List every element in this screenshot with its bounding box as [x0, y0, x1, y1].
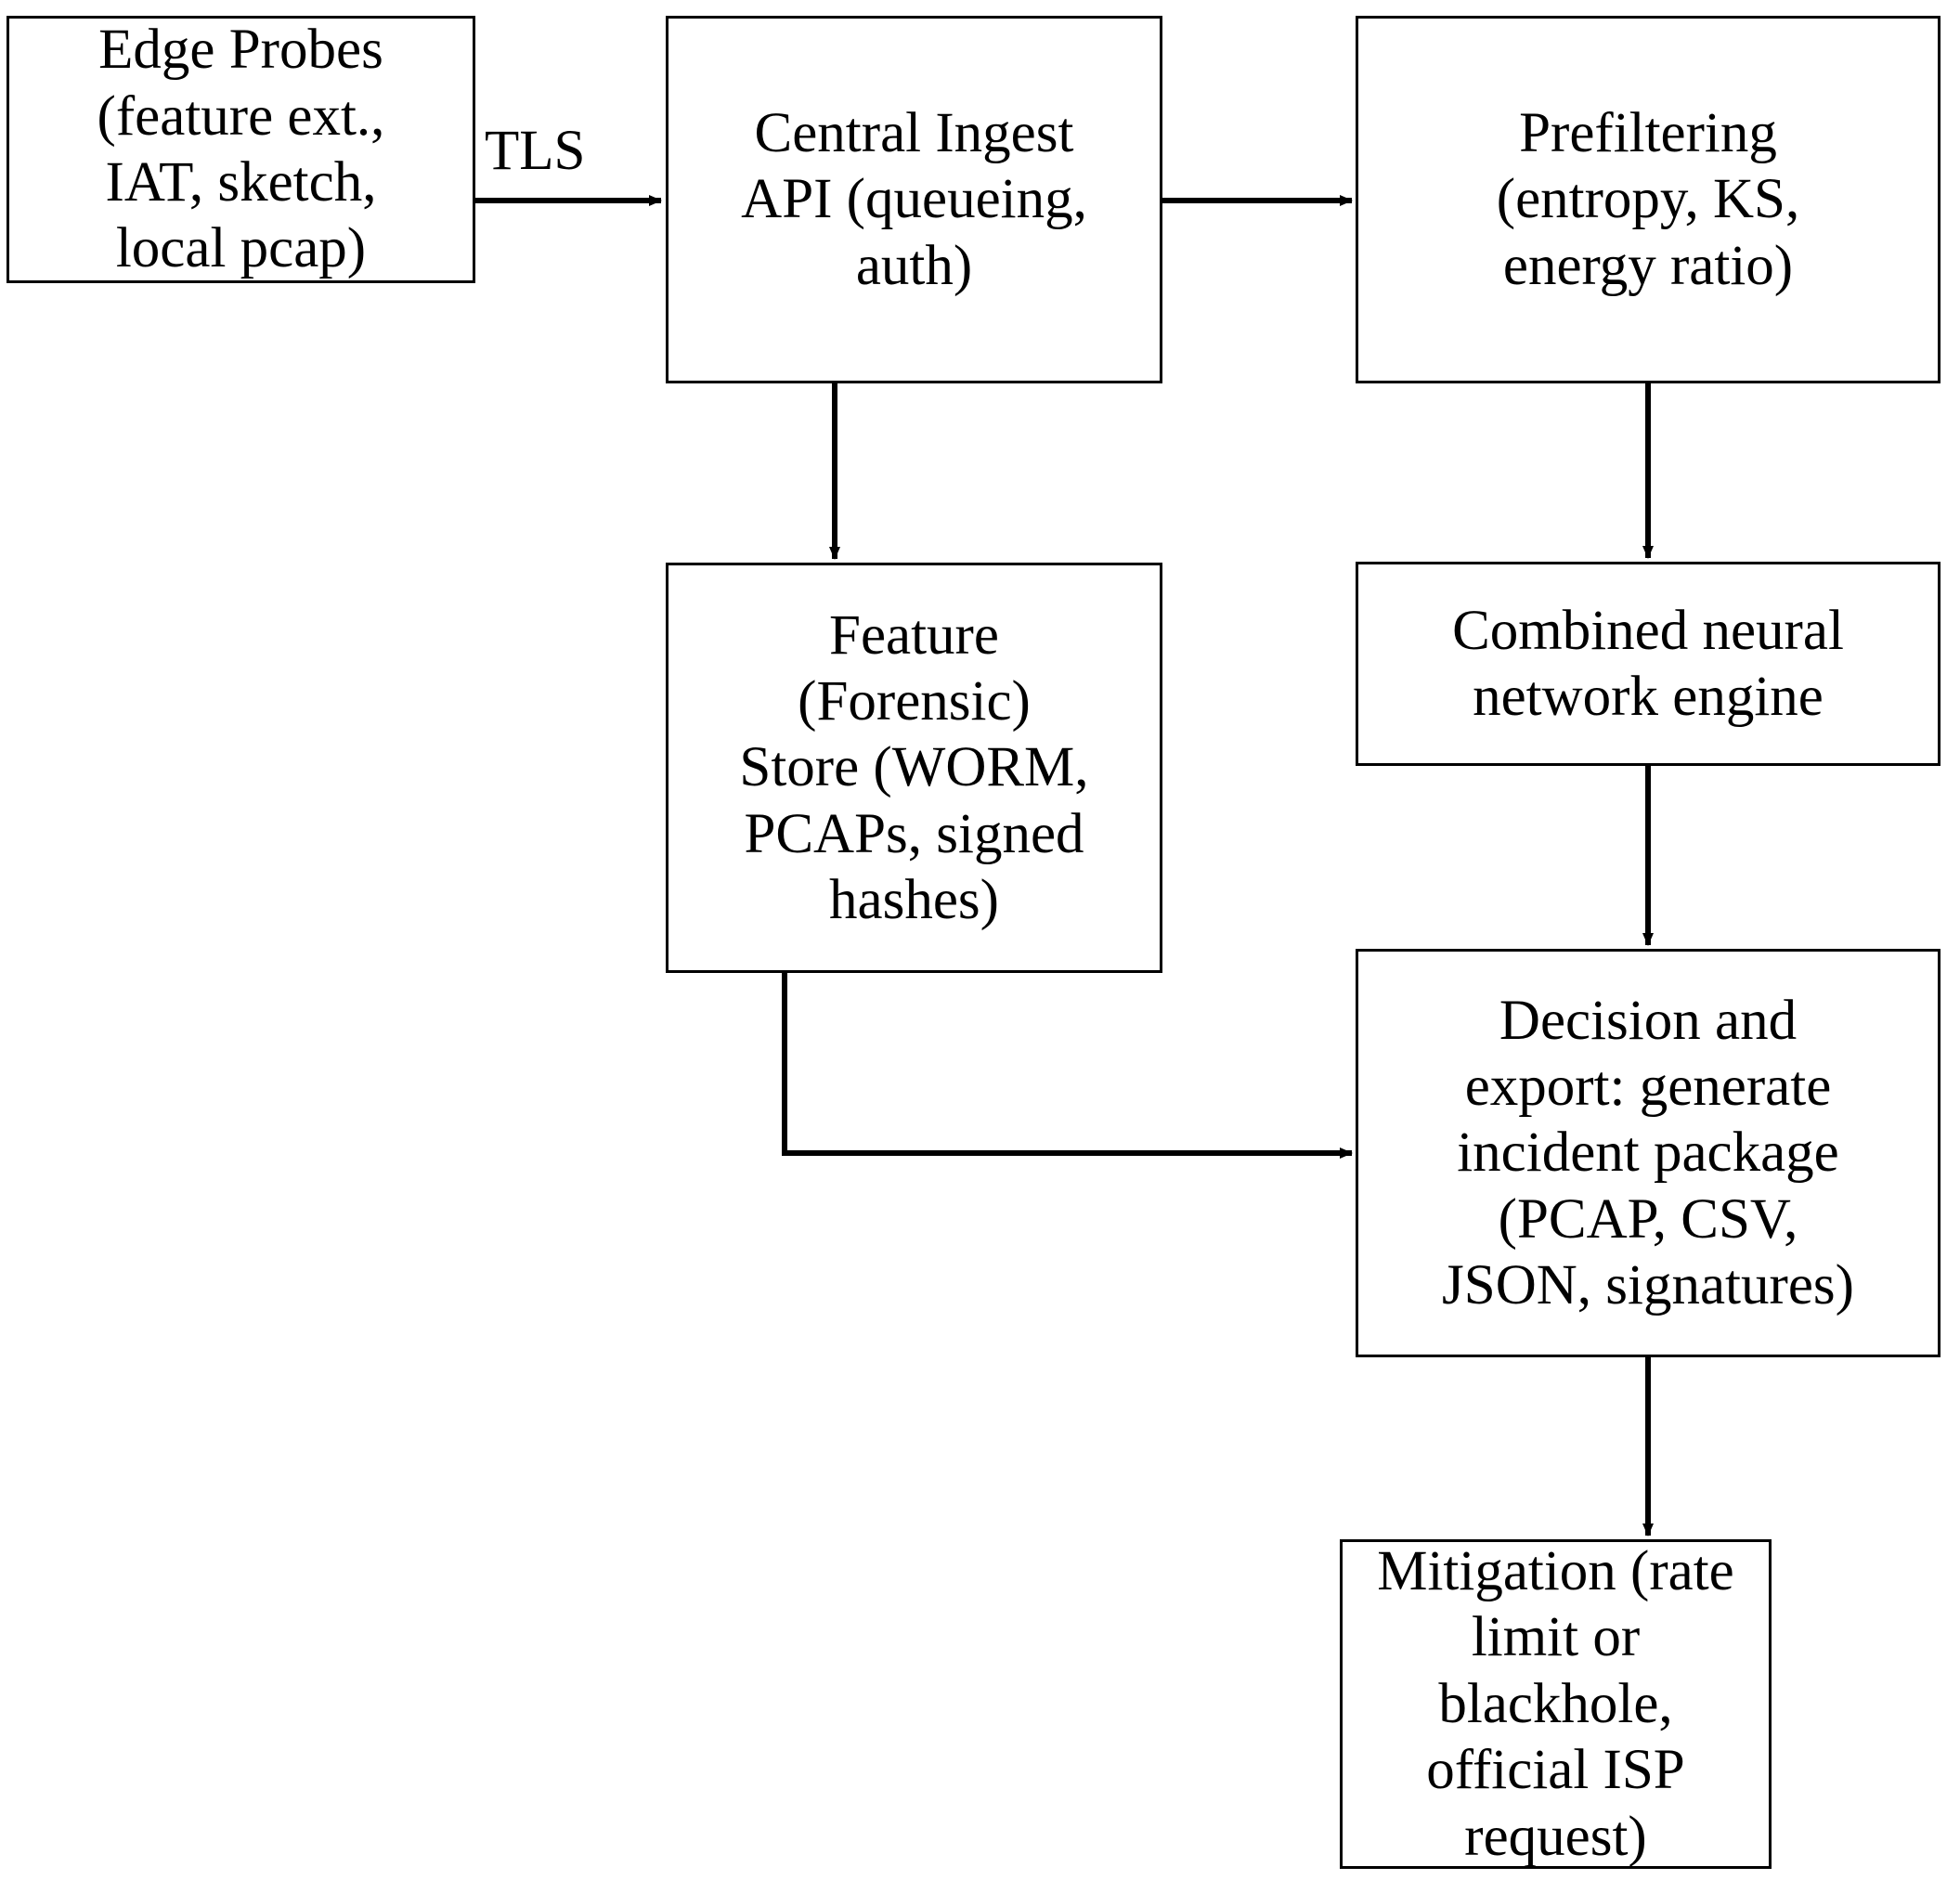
node-central-ingest-api[interactable]: Central Ingest API (queueing, auth) [666, 16, 1162, 383]
node-combined-neural-network-engine-label: Combined neural network engine [1452, 599, 1844, 728]
edge-label-tls: TLS [485, 120, 586, 182]
node-mitigation-label: Mitigation (rate limit or blackhole, off… [1377, 1540, 1734, 1868]
node-prefiltering-label: Prefiltering (entropy, KS, energy ratio) [1496, 101, 1800, 297]
node-decision-and-export[interactable]: Decision and export: generate incident p… [1356, 949, 1941, 1357]
node-prefiltering[interactable]: Prefiltering (entropy, KS, energy ratio) [1356, 16, 1941, 383]
connector-featurestore-to-decision [782, 973, 1353, 1159]
node-central-ingest-api-label: Central Ingest API (queueing, auth) [741, 101, 1087, 297]
node-edge-probes[interactable]: Edge Probes (feature ext., IAT, sketch, … [6, 16, 475, 283]
node-decision-and-export-label: Decision and export: generate incident p… [1442, 989, 1854, 1317]
node-edge-probes-label: Edge Probes (feature ext., IAT, sketch, … [97, 19, 385, 280]
node-mitigation[interactable]: Mitigation (rate limit or blackhole, off… [1340, 1539, 1772, 1869]
node-combined-neural-network-engine[interactable]: Combined neural network engine [1356, 562, 1941, 766]
node-feature-forensic-store[interactable]: Feature (Forensic) Store (WORM, PCAPs, s… [666, 563, 1162, 973]
node-feature-forensic-store-label: Feature (Forensic) Store (WORM, PCAPs, s… [739, 603, 1089, 932]
